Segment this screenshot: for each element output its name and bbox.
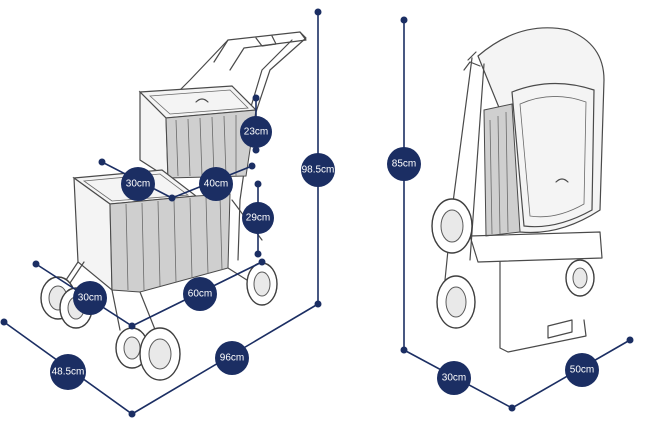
label-folded-width: 30cm — [442, 373, 466, 384]
label-top-basket-length: 40cm — [204, 179, 228, 190]
badge-folded-length: 50cm — [565, 353, 599, 387]
label-bottom-basket-length: 60cm — [188, 289, 212, 300]
label-bottom-basket-width: 30cm — [78, 293, 102, 304]
badge-top-basket-length: 40cm — [199, 167, 233, 201]
unfolded-stroller-illustration — [40, 31, 307, 381]
label-folded-height: 85cm — [392, 159, 416, 170]
badge-base-width: 48.5cm — [50, 354, 86, 390]
folded-wheel-right — [565, 259, 595, 297]
folded-wheel-bottom — [436, 275, 476, 329]
badge-top-basket-width: 30cm — [121, 167, 155, 201]
label-bottom-basket-height: 29cm — [246, 213, 270, 224]
wheel-rear-left — [246, 262, 278, 306]
badge-folded-width: 30cm — [437, 361, 471, 395]
folded-wheel-top — [431, 198, 473, 254]
dimension-lines-right — [400, 16, 634, 412]
label-base-width: 48.5cm — [52, 367, 85, 378]
badge-bottom-basket-width: 30cm — [73, 281, 107, 315]
badge-height-total: 98.5cm — [301, 153, 335, 187]
label-base-length: 96cm — [220, 353, 244, 364]
label-top-basket-width: 30cm — [126, 179, 150, 190]
label-top-basket-height: 23cm — [244, 127, 268, 138]
folded-stroller-illustration — [431, 27, 605, 353]
badge-base-length: 96cm — [215, 341, 249, 375]
label-height-total: 98.5cm — [302, 165, 335, 176]
badge-folded-height: 85cm — [387, 147, 421, 181]
badge-top-basket-height: 23cm — [240, 116, 272, 148]
label-folded-length: 50cm — [570, 365, 594, 376]
badge-bottom-basket-length: 60cm — [183, 277, 217, 311]
wheel-rear-right — [139, 327, 181, 381]
badge-bottom-basket-height: 29cm — [242, 202, 274, 234]
